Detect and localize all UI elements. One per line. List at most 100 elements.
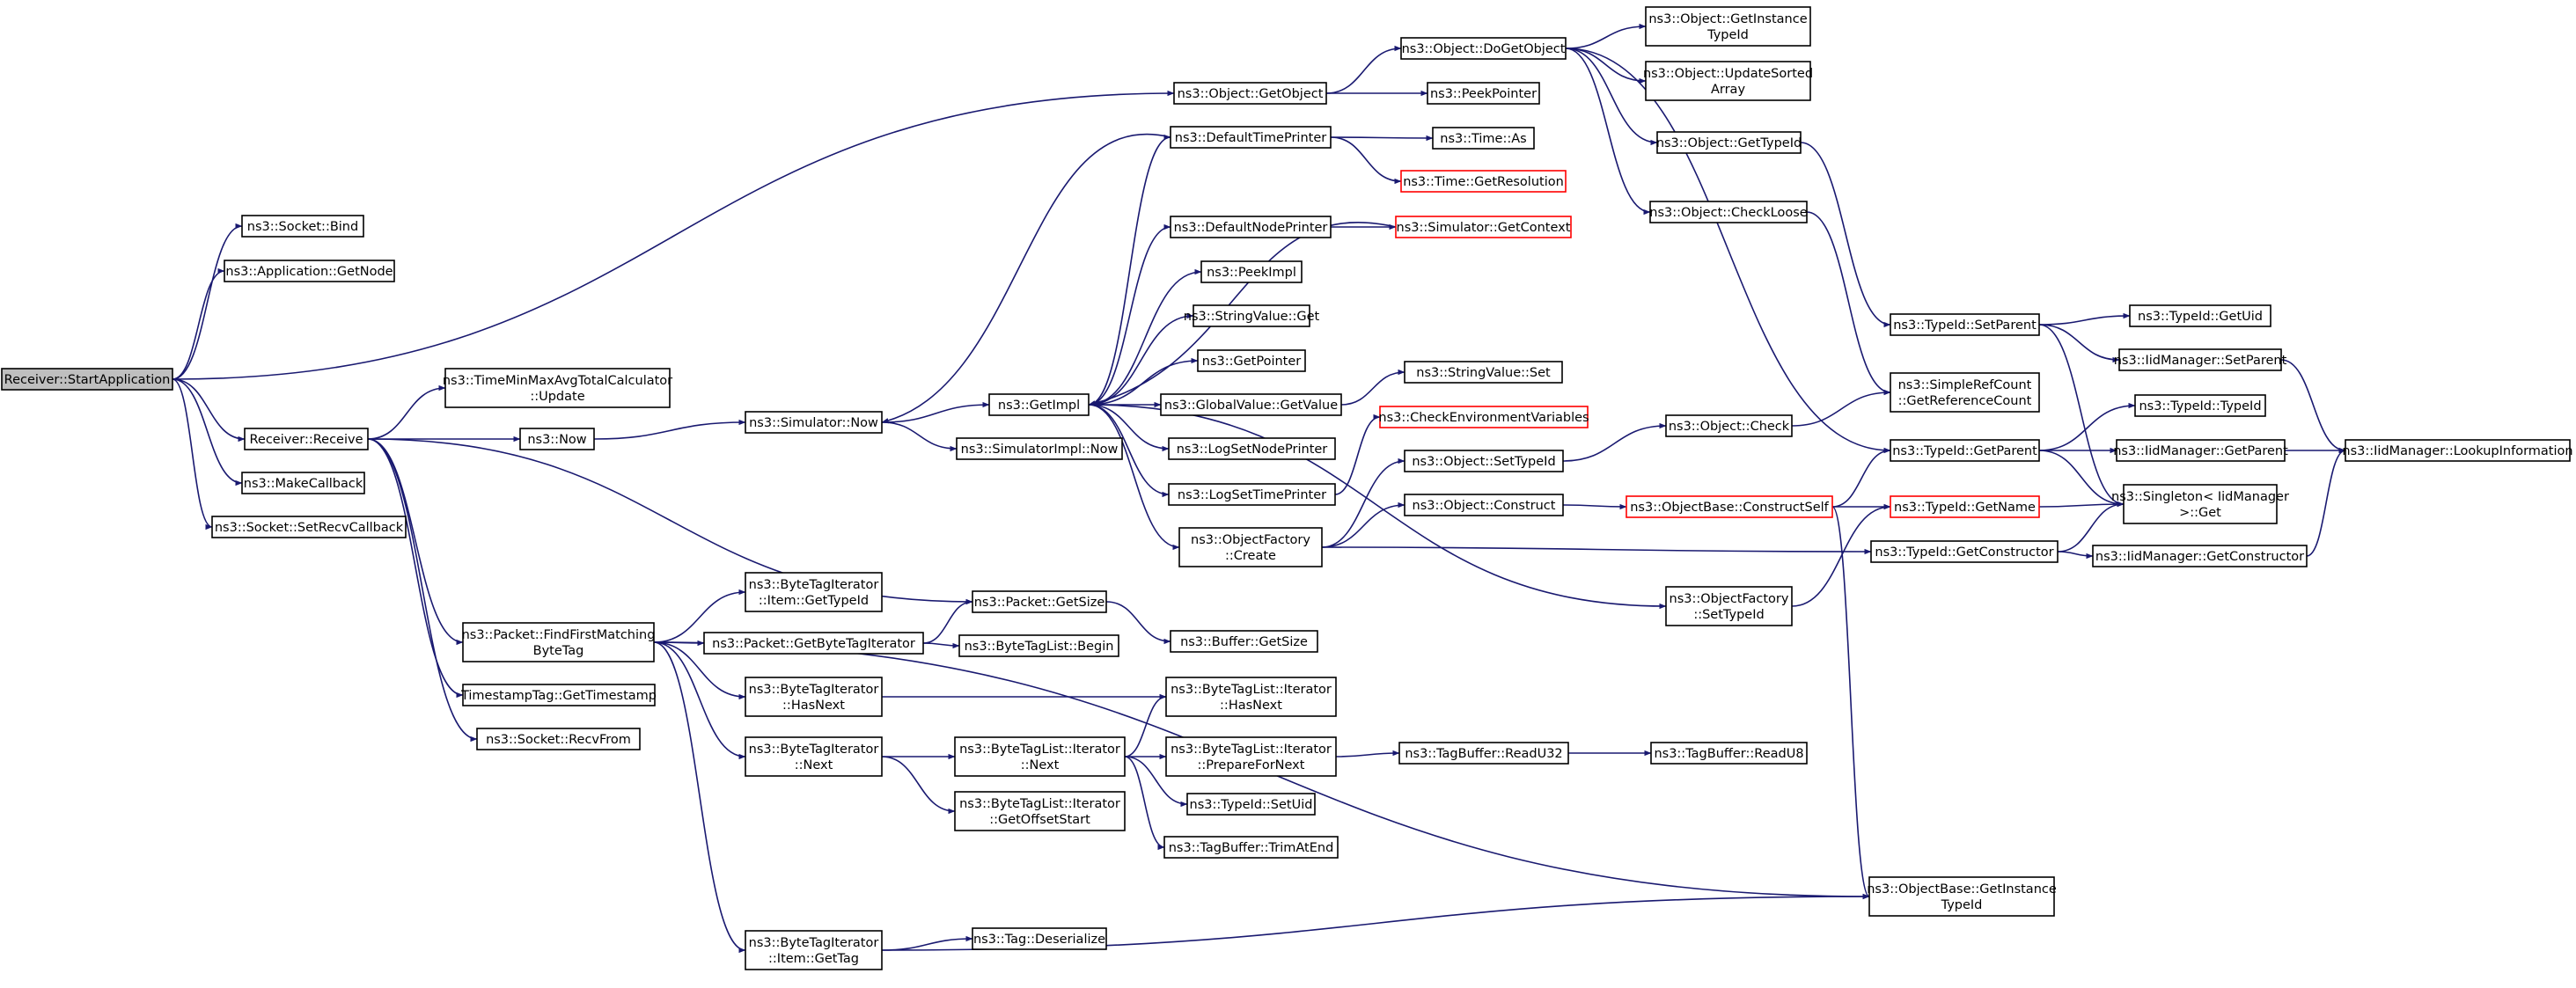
edge-dogetobject-to-checkloose (1565, 48, 1651, 216)
node-label: >::Get (2179, 506, 2221, 520)
node-box (1890, 495, 2040, 518)
node-ofsettypeid[interactable]: ns3::ObjectFactory::SetTypeId (1665, 586, 1793, 626)
node-logsettimeprinter[interactable]: ns3::LogSetTimePrinter (1168, 483, 1336, 506)
node-objgettypeid[interactable]: ns3::Object::GetTypeId (1656, 131, 1802, 154)
node-setrecvcb[interactable]: ns3::Socket::SetRecvCallback (211, 516, 407, 538)
node-next[interactable]: ns3::ByteTagIterator::Next (745, 736, 883, 777)
node-objcheck[interactable]: ns3::Object::Check (1665, 414, 1793, 437)
node-getoffsetstart[interactable]: ns3::ByteTagList::Iterator::GetOffsetSta… (954, 791, 1126, 831)
node-singletonget[interactable]: ns3::Singleton< IidManager >::Get (2111, 484, 2289, 524)
node-trimatend[interactable]: ns3::TagBuffer::TrimAtEnd (1163, 836, 1339, 859)
node-btliternext[interactable]: ns3::ByteTagList::Iterator::Next (954, 736, 1126, 777)
node-getpointer[interactable]: ns3::GetPointer (1197, 349, 1306, 372)
node-getresolution[interactable]: ns3::Time::GetResolution (1400, 170, 1567, 193)
node-readu8[interactable]: ns3::TagBuffer::ReadU8 (1650, 742, 1808, 765)
node-getcontext[interactable]: ns3::Simulator::GetContext (1395, 216, 1572, 238)
node-typeidgetparent[interactable]: ns3::TypeId::GetParent (1890, 439, 2040, 462)
node-label: ns3::PeekPointer (1430, 87, 1537, 101)
node-getbytetagiter[interactable]: ns3::Packet::GetByteTagIterator (703, 632, 924, 655)
edge-btliternext-to-typeidsetuid (1124, 756, 1188, 808)
edge-typeidgetname-to-singletonget (2038, 501, 2125, 508)
node-btliterhasnext[interactable]: ns3::ByteTagList::Iterator::HasNext (1165, 677, 1337, 717)
edge-prepfornext-to-readu32 (1335, 750, 1400, 757)
node-now[interactable]: ns3::Now (519, 428, 595, 450)
node-recvfrom[interactable]: ns3::Socket::RecvFrom (476, 728, 641, 750)
node-gettimestamp[interactable]: TimestampTag::GetTimestamp (460, 684, 657, 706)
node-simimplnow[interactable]: ns3::SimulatorImpl::Now (956, 437, 1123, 460)
node-label: ::GetOffsetStart (989, 813, 1090, 827)
node-timeas[interactable]: ns3::Time::As (1432, 127, 1535, 150)
node-box (241, 215, 364, 238)
node-checkloose[interactable]: ns3::Object::CheckLoose (1649, 201, 1808, 223)
node-dogetobject[interactable]: ns3::Object::DoGetObject (1400, 37, 1567, 60)
node-label: ns3::DefaultNodePrinter (1174, 221, 1328, 235)
node-typeidctor[interactable]: ns3::TypeId::TypeId (2134, 394, 2266, 417)
node-typeidgetname[interactable]: ns3::TypeId::GetName (1890, 495, 2040, 518)
node-simnow[interactable]: ns3::Simulator::Now (745, 411, 883, 434)
node-label: ns3::Packet::GetSize (974, 596, 1105, 610)
node-setparent[interactable]: ns3::TypeId::SetParent (1890, 313, 2040, 336)
node-globalvalueget[interactable]: ns3::GlobalValue::GetValue (1160, 393, 1342, 416)
node-constructself[interactable]: ns3::ObjectBase::ConstructSelf (1626, 495, 1833, 518)
node-iidsetparent[interactable]: ns3::IidManager::SetParent (2114, 348, 2287, 371)
node-hasnext[interactable]: ns3::ByteTagIterator::HasNext (745, 677, 883, 717)
node-layer: Receiver::StartApplication ns3::Socket::B… (1, 6, 2573, 970)
node-getimpl[interactable]: ns3::GetImpl (988, 393, 1090, 416)
node-root[interactable]: Receiver::StartApplication (1, 368, 173, 391)
node-buffergetsize[interactable]: ns3::Buffer::GetSize (1170, 630, 1318, 653)
node-readu32[interactable]: ns3::TagBuffer::ReadU32 (1398, 742, 1569, 765)
edge-findtag-to-next (653, 641, 746, 760)
node-iidgetparent[interactable]: ns3::IidManager::GetParent (2113, 439, 2288, 462)
node-iidgetconstructor[interactable]: ns3::IidManager::GetConstructor (2092, 545, 2308, 567)
node-receive[interactable]: Receiver::Receive (244, 428, 369, 450)
edge-findtag-to-itemgettypeid (653, 589, 746, 643)
node-label: ns3::TimeMinMaxAvgTotalCalculator (443, 374, 672, 388)
node-itemgettypeid[interactable]: ns3::ByteTagIterator::Item::GetTypeId (745, 572, 883, 612)
node-label: ns3::ByteTagIterator (749, 743, 879, 757)
node-box (958, 634, 1119, 657)
node-calcupdate[interactable]: ns3::TimeMinMaxAvgTotalCalculator::Updat… (443, 368, 672, 408)
node-box (745, 736, 883, 777)
node-deftimeprinter[interactable]: ns3::DefaultTimePrinter (1170, 126, 1332, 149)
node-stringvalueset[interactable]: ns3::StringValue::Set (1404, 361, 1563, 384)
node-checkenv[interactable]: ns3::CheckEnvironmentVariables (1378, 406, 1589, 428)
edge-receive-to-findtag (367, 438, 464, 646)
node-typeidsetuid[interactable]: ns3::TypeId::SetUid (1186, 793, 1316, 816)
node-prepfornext[interactable]: ns3::ByteTagList::Iterator::PrepareForNe… (1165, 736, 1337, 777)
node-lookupinfo[interactable]: ns3::IidManager::LookupInformation (2342, 439, 2573, 462)
node-itemgettag[interactable]: ns3::ByteTagIterator::Item::GetTag (745, 930, 883, 970)
node-label: ns3::IidManager::LookupInformation (2342, 444, 2572, 458)
node-objsettypeid[interactable]: ns3::Object::SetTypeId (1404, 450, 1564, 472)
node-tagdeserialize[interactable]: ns3::Tag::Deserialize (972, 927, 1107, 950)
node-logsetnodeprinter[interactable]: ns3::LogSetNodePrinter (1168, 437, 1336, 460)
node-getuid[interactable]: ns3::TypeId::GetUid (2129, 304, 2271, 327)
node-btlbegin[interactable]: ns3::ByteTagList::Begin (958, 634, 1119, 657)
node-makecallback[interactable]: ns3::MakeCallback (241, 472, 365, 494)
node-getconstructor[interactable]: ns3::TypeId::GetConstructor (1870, 540, 2059, 563)
edge-getimpl-to-deftimeprinter (1088, 134, 1171, 406)
node-packetgetsize[interactable]: ns3::Packet::GetSize (972, 590, 1107, 613)
node-stringvalueget[interactable]: ns3::StringValue::Get (1184, 304, 1320, 327)
node-label: Receiver::StartApplication (4, 373, 171, 387)
node-label: ns3::StringValue::Set (1416, 366, 1551, 380)
node-objgetobject[interactable]: ns3::Object::GetObject (1173, 82, 1327, 105)
node-objconstruct[interactable]: ns3::Object::Construct (1404, 494, 1564, 516)
node-getrefcount[interactable]: ns3::SimpleRefCount::GetReferenceCount (1890, 372, 2040, 413)
node-box (972, 590, 1107, 613)
edge-setparent-to-singletonget (2038, 324, 2125, 508)
node-box (476, 728, 641, 750)
node-peekpointer[interactable]: ns3::PeekPointer (1427, 82, 1540, 105)
node-label: ns3::Buffer::GetSize (1180, 635, 1308, 649)
edge-getimpl-to-objfactorycreate (1088, 404, 1180, 551)
node-peekimpl[interactable]: ns3::PeekImpl (1200, 260, 1303, 283)
node-label: ns3::IidManager::GetConstructor (2095, 550, 2304, 564)
node-socketbind[interactable]: ns3::Socket::Bind (241, 215, 364, 238)
node-box (1395, 216, 1572, 238)
node-appgetnode[interactable]: ns3::Application::GetNode (224, 260, 395, 282)
node-defnodeprinter[interactable]: ns3::DefaultNodePrinter (1170, 216, 1332, 238)
node-objfactorycreate[interactable]: ns3::ObjectFactory::Create (1178, 527, 1323, 567)
